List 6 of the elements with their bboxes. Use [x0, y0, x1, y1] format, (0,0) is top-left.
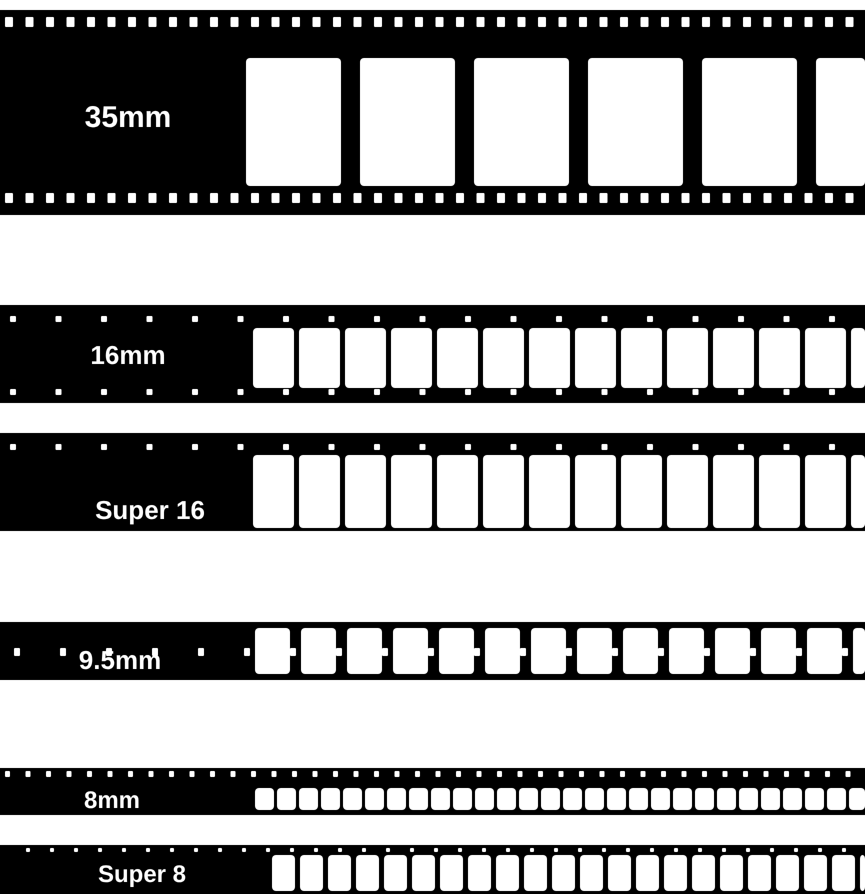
format-label: 8mm: [84, 789, 140, 813]
format-label: 9.5mm: [78, 647, 162, 673]
format-label: Super 16: [95, 497, 205, 523]
format-label: 35mm: [84, 103, 172, 133]
format-label: 16mm: [90, 342, 166, 368]
format-label: Super 8: [98, 863, 186, 887]
